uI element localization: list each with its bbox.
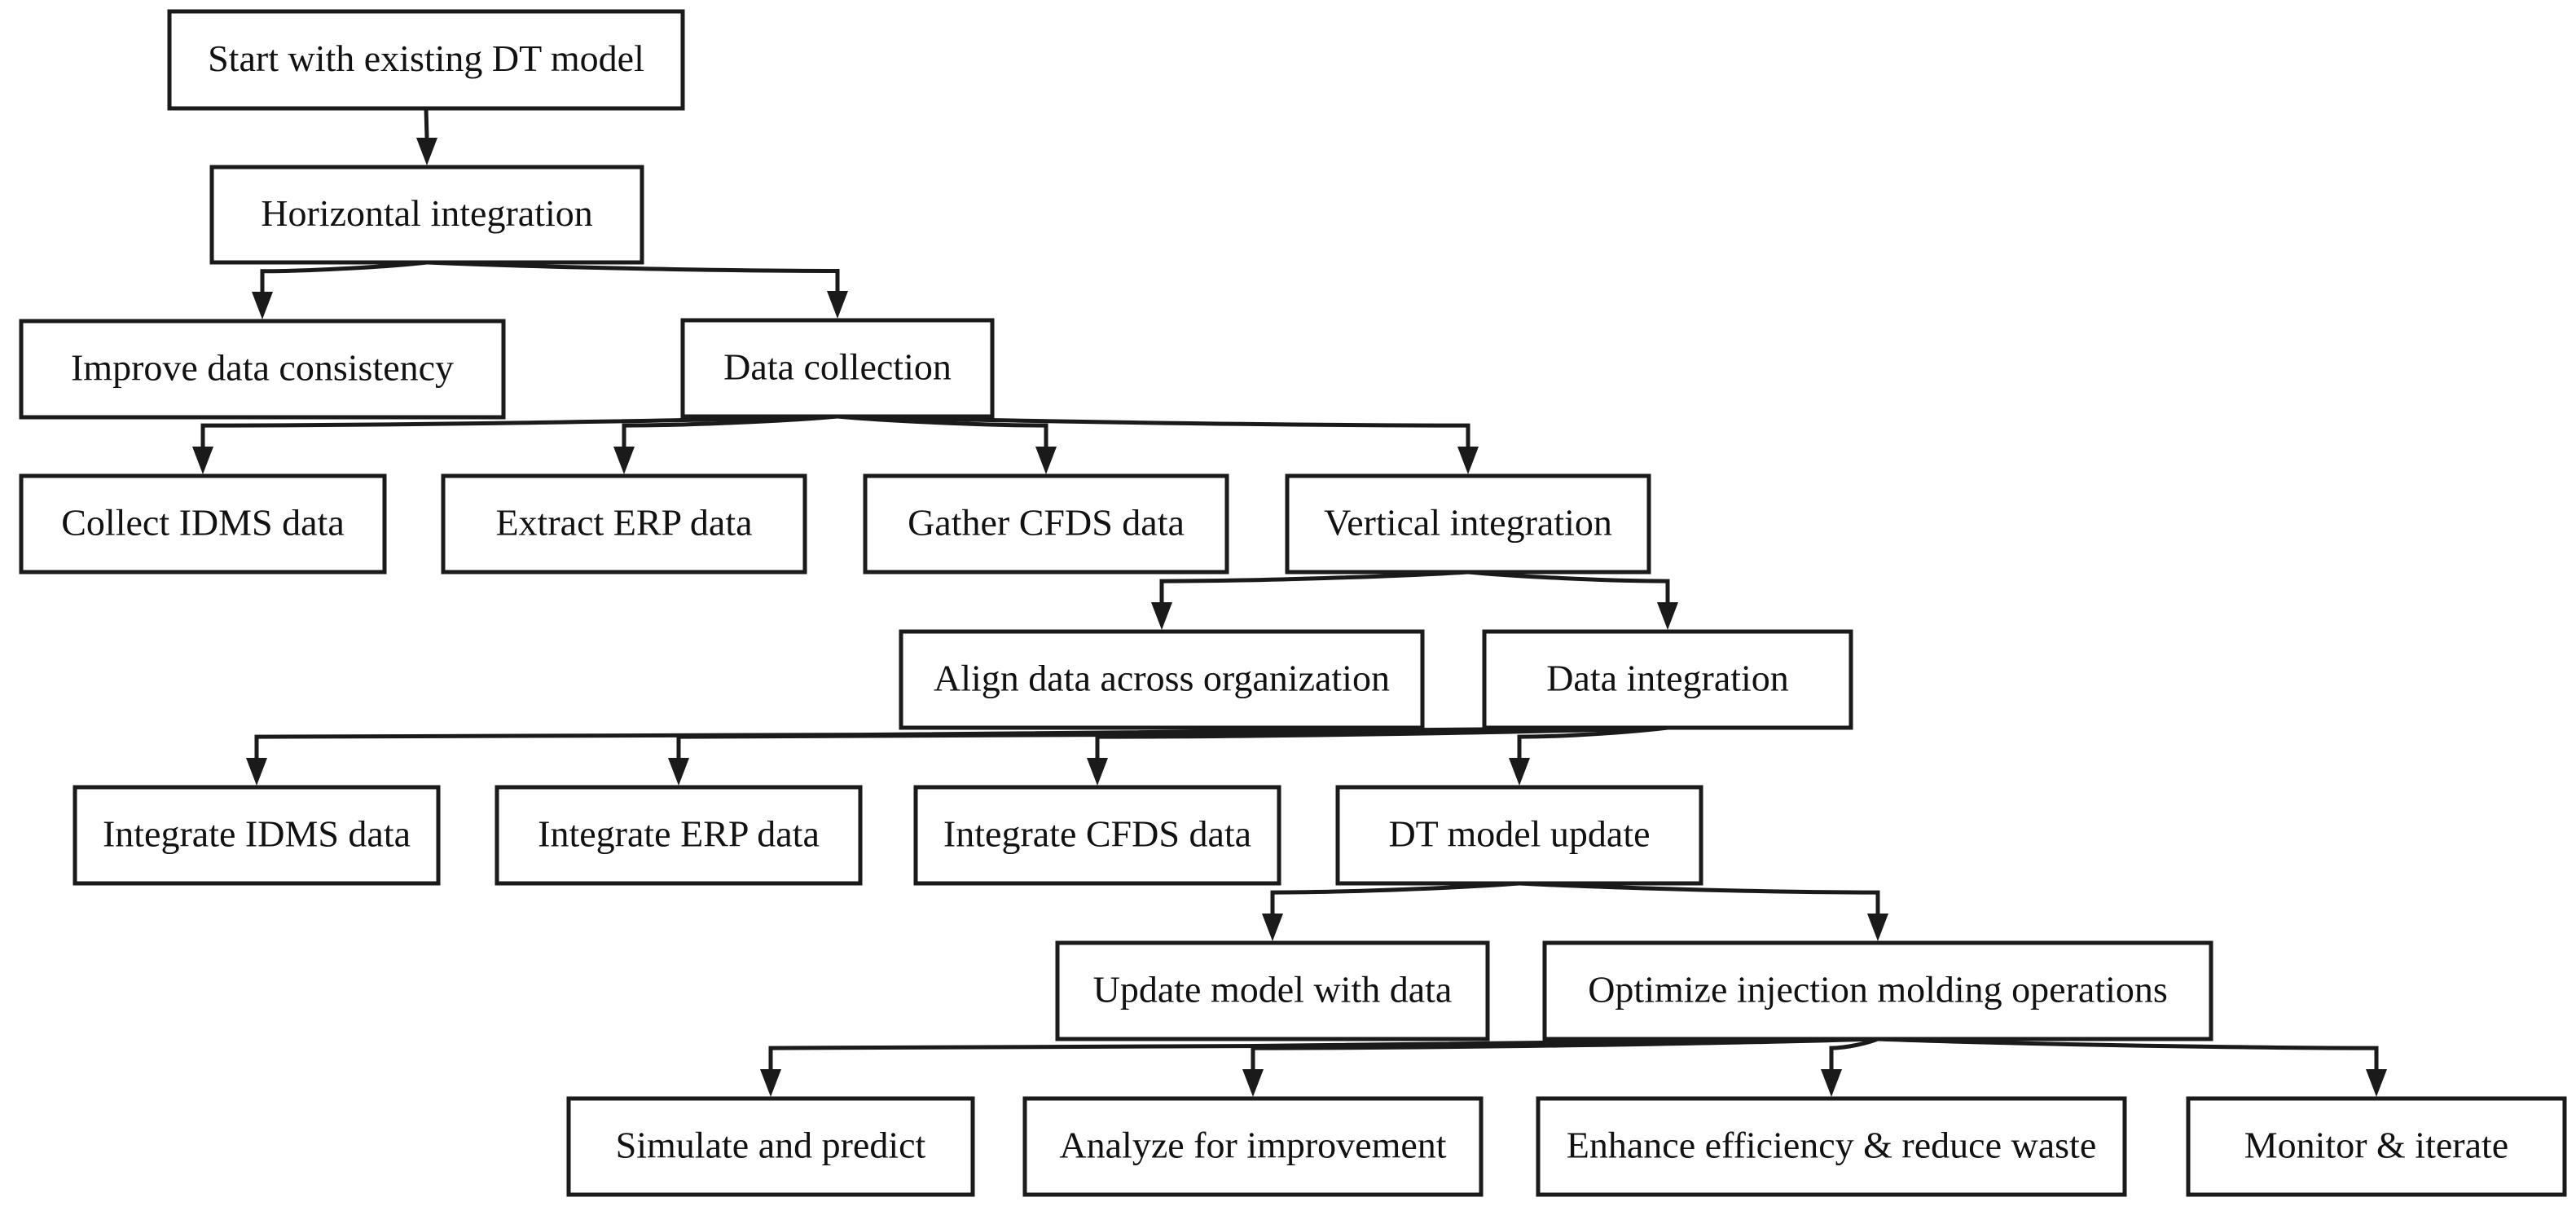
edge-dt_update-to-update_model [1262, 881, 1520, 941]
node-update_model[interactable]: Update model with data [1055, 940, 1490, 1041]
node-label-dataint: Data integration [1546, 658, 1789, 699]
node-idms[interactable]: Collect IDMS data [19, 473, 387, 575]
node-vertical[interactable]: Vertical integration [1285, 473, 1651, 575]
edge-collection-to-idms [192, 414, 838, 474]
node-box-idms [19, 473, 387, 575]
node-horizontal[interactable]: Horizontal integration [209, 165, 644, 265]
arrow-head [1821, 1069, 1842, 1097]
arrow-head [246, 758, 267, 786]
edge-collection-to-cfds [837, 414, 1057, 474]
node-box-int_idms [73, 785, 441, 886]
node-box-vertical [1285, 473, 1651, 575]
node-box-dataint [1482, 629, 1853, 730]
edge-optimize-to-monitor [1877, 1037, 2387, 1097]
edge-start-to-horizontal [416, 108, 437, 165]
edge-dataint-to-int_cfds [1087, 725, 1668, 786]
edge-optimize-to-analyze [1242, 1037, 1879, 1097]
arrow-head [192, 447, 213, 474]
arrow-head [1657, 602, 1678, 630]
node-box-align [899, 629, 1425, 730]
arrow-head [1035, 447, 1057, 474]
node-int_erp[interactable]: Integrate ERP data [495, 785, 863, 886]
node-collection[interactable]: Data collection [680, 318, 995, 419]
edge-horizontal-to-consistency [252, 260, 428, 319]
node-dt_update[interactable]: DT model update [1335, 785, 1703, 886]
node-start[interactable]: Start with existing DT model [167, 9, 685, 111]
node-box-dt_update [1335, 785, 1703, 886]
node-int_cfds[interactable]: Integrate CFDS data [913, 785, 1281, 886]
node-label-erp: Extract ERP data [495, 502, 752, 544]
node-label-horizontal: Horizontal integration [261, 192, 593, 234]
arrow-head [1151, 602, 1172, 630]
edge-vertical-to-align [1151, 570, 1469, 630]
node-label-optimize: Optimize injection molding operations [1588, 969, 2168, 1010]
node-simulate[interactable]: Simulate and predict [566, 1096, 975, 1197]
node-label-update_model: Update model with data [1093, 969, 1453, 1010]
node-box-analyze [1022, 1096, 1484, 1197]
node-label-dt_update: DT model update [1388, 813, 1650, 855]
node-erp[interactable]: Extract ERP data [441, 473, 807, 575]
node-label-int_idms: Integrate IDMS data [103, 813, 411, 855]
node-box-cfds [863, 473, 1229, 575]
node-box-int_cfds [913, 785, 1281, 886]
edge-horizontal-to-collection [426, 260, 848, 319]
arrow-head [1087, 758, 1108, 786]
node-align[interactable]: Align data across organization [899, 629, 1425, 730]
node-box-update_model [1055, 940, 1490, 1041]
node-label-enhance: Enhance efficiency & reduce waste [1567, 1125, 2096, 1166]
node-optimize[interactable]: Optimize injection molding operations [1542, 940, 2213, 1041]
edge-vertical-to-dataint [1467, 570, 1678, 630]
node-label-int_erp: Integrate ERP data [538, 813, 820, 855]
node-label-cfds: Gather CFDS data [908, 502, 1185, 544]
arrow-head [252, 292, 273, 319]
node-label-int_cfds: Integrate CFDS data [943, 813, 1251, 855]
arrow-head [1867, 914, 1888, 941]
edge-optimize-to-enhance [1821, 1037, 1879, 1097]
node-dataint[interactable]: Data integration [1482, 629, 1853, 730]
node-box-horizontal [209, 165, 644, 265]
node-analyze[interactable]: Analyze for improvement [1022, 1096, 1484, 1197]
arrow-head [613, 447, 635, 474]
node-label-consistency: Improve data consistency [71, 347, 454, 389]
node-box-start [167, 9, 685, 111]
node-enhance[interactable]: Enhance efficiency & reduce waste [1536, 1096, 2127, 1197]
arrow-head [1242, 1069, 1264, 1097]
node-consistency[interactable]: Improve data consistency [19, 319, 506, 420]
node-box-monitor [2186, 1096, 2567, 1197]
node-box-int_erp [495, 785, 863, 886]
arrow-head [2366, 1069, 2387, 1097]
arrow-head [1457, 447, 1479, 474]
node-box-optimize [1542, 940, 2213, 1041]
arrow-head [760, 1069, 781, 1097]
node-monitor[interactable]: Monitor & iterate [2186, 1096, 2567, 1197]
node-label-align: Align data across organization [934, 658, 1390, 699]
edge-dataint-to-dt_update [1509, 725, 1668, 786]
edge-dt_update-to-optimize [1519, 881, 1888, 941]
edge-collection-to-erp [613, 414, 838, 474]
node-box-erp [441, 473, 807, 575]
node-cfds[interactable]: Gather CFDS data [863, 473, 1229, 575]
node-box-collection [680, 318, 995, 419]
node-label-vertical: Vertical integration [1324, 502, 1612, 544]
arrow-head [827, 291, 848, 319]
node-label-idms: Collect IDMS data [61, 502, 345, 544]
node-label-collection: Data collection [723, 346, 952, 388]
node-label-analyze: Analyze for improvement [1059, 1125, 1446, 1166]
arrow-head [668, 758, 689, 786]
arrow-head [1509, 758, 1530, 786]
edge-collection-to-vertical [837, 414, 1479, 474]
node-box-consistency [19, 319, 506, 420]
edge-layer [192, 108, 2387, 1097]
node-box-simulate [566, 1096, 975, 1197]
node-label-simulate: Simulate and predict [616, 1125, 926, 1166]
arrow-head [1262, 914, 1283, 941]
node-int_idms[interactable]: Integrate IDMS data [73, 785, 441, 886]
node-label-monitor: Monitor & iterate [2244, 1125, 2508, 1166]
node-box-enhance [1536, 1096, 2127, 1197]
arrow-head [416, 138, 437, 165]
node-label-start: Start with existing DT model [208, 37, 644, 79]
